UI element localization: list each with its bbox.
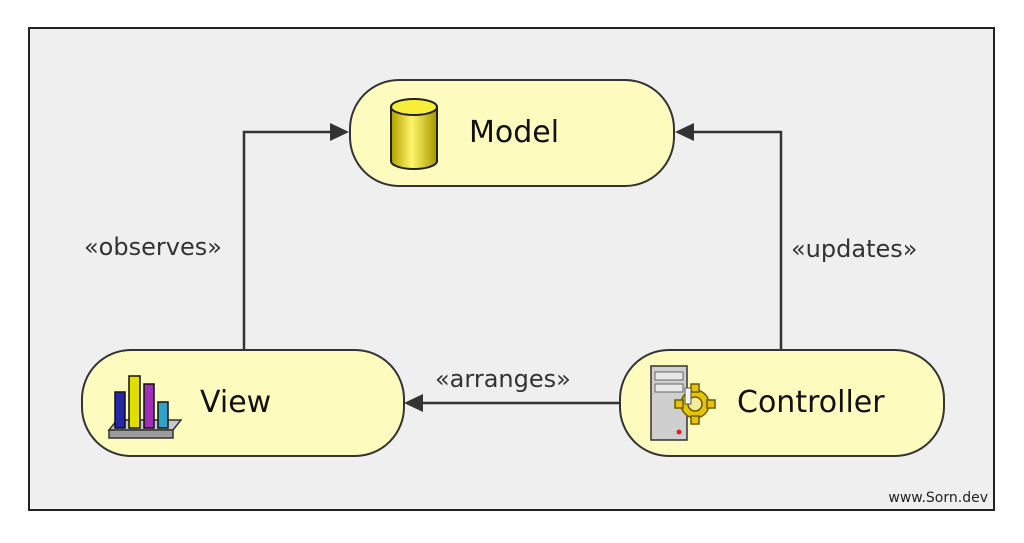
arranges-label: «arranges»	[435, 365, 571, 393]
model-label: Model	[469, 115, 560, 150]
updates-label: «updates»	[791, 235, 918, 263]
credit-text: www.Sorn.dev	[888, 490, 988, 506]
server-gear-icon	[650, 365, 716, 441]
database-icon	[390, 98, 438, 170]
bar-chart-icon	[107, 375, 183, 439]
arranges-arrowhead	[404, 394, 423, 412]
updates-connector	[685, 130, 783, 349]
observes-label: «observes»	[84, 233, 222, 261]
observes-arrowhead	[330, 123, 349, 141]
view-label: View	[200, 385, 272, 420]
controller-label: Controller	[737, 385, 885, 420]
observes-connector	[242, 130, 340, 349]
updates-arrowhead	[675, 123, 694, 141]
